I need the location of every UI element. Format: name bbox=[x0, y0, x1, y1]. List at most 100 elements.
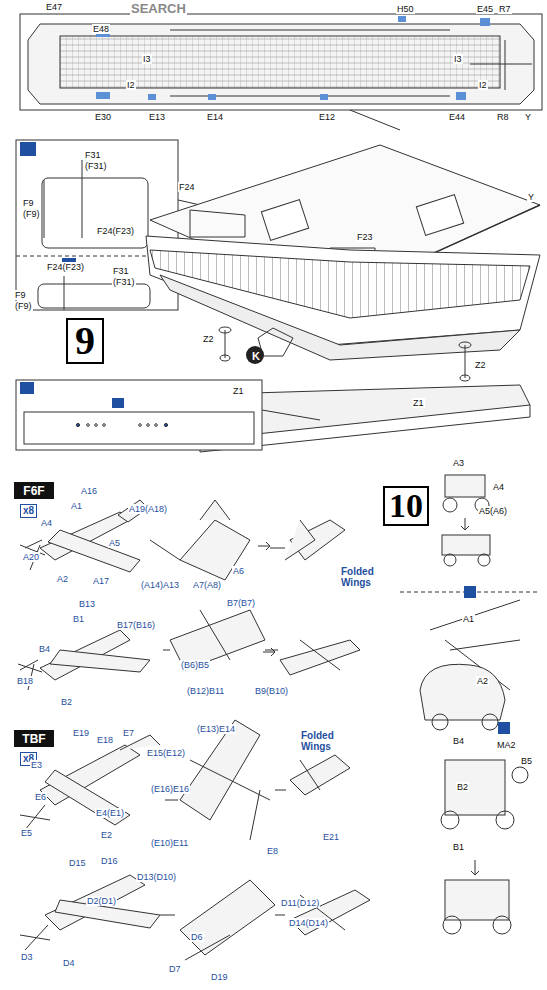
part-number: E44 bbox=[448, 112, 466, 122]
part-number: R8 bbox=[496, 112, 510, 122]
part-number: A20 bbox=[22, 552, 40, 562]
part-number: A2 bbox=[476, 676, 489, 686]
part-number: B9(B10) bbox=[254, 686, 289, 696]
part-number: R7 bbox=[498, 4, 512, 14]
step-number: 9 bbox=[66, 318, 104, 364]
node-text: TBF bbox=[22, 733, 45, 745]
part-number: E47 bbox=[45, 2, 63, 12]
part-number: H50 bbox=[396, 4, 415, 14]
part-number: B4 bbox=[38, 644, 51, 654]
part-number: E5 bbox=[20, 828, 33, 838]
part-number: A4 bbox=[492, 482, 505, 492]
part-number: A1 bbox=[70, 501, 83, 511]
part-number: MA2 bbox=[496, 740, 517, 750]
node-text: F6F bbox=[23, 485, 44, 497]
node-text: 10 bbox=[389, 489, 423, 523]
part-number: (A14)A13 bbox=[140, 580, 180, 590]
part-number: Z2 bbox=[202, 334, 215, 344]
part-number: Y bbox=[527, 192, 535, 202]
part-number: E4(E1) bbox=[95, 808, 125, 818]
part-number: I2 bbox=[478, 80, 488, 90]
part-number: I3 bbox=[453, 54, 463, 64]
step-number: 10 bbox=[383, 486, 429, 526]
note-text: Folded Wings bbox=[340, 566, 382, 588]
part-number: A7(A8) bbox=[192, 580, 222, 590]
part-number: (F9) bbox=[14, 301, 33, 311]
part-number: F24(F23) bbox=[96, 226, 135, 236]
aircraft-tag: TBF bbox=[14, 730, 54, 747]
part-number: B13 bbox=[78, 599, 96, 609]
part-number: Z2 bbox=[474, 360, 487, 370]
part-number: E3 bbox=[30, 760, 43, 770]
part-number: (E13)E14 bbox=[196, 724, 236, 734]
part-number: D2(D1) bbox=[86, 896, 117, 906]
part-number: E7 bbox=[122, 728, 135, 738]
part-number: F24(F23) bbox=[46, 262, 85, 272]
part-number: D6 bbox=[190, 932, 204, 942]
part-number: F9 bbox=[22, 198, 35, 208]
part-number: A4 bbox=[40, 518, 53, 528]
part-number: (E10)E11 bbox=[150, 838, 189, 848]
part-number: (F9) bbox=[22, 209, 41, 219]
part-number: E21 bbox=[322, 832, 340, 842]
part-number: E48 bbox=[92, 24, 110, 34]
part-number: B5 bbox=[520, 756, 533, 766]
part-number: F31 bbox=[112, 266, 130, 276]
part-number: (B6)B5 bbox=[180, 660, 210, 670]
part-number: D3 bbox=[20, 952, 34, 962]
part-number: A1 bbox=[462, 614, 475, 624]
part-number: D11(D12) bbox=[280, 898, 320, 908]
part-number: E30 bbox=[94, 112, 112, 122]
part-number: E18 bbox=[96, 735, 114, 745]
part-number: E6 bbox=[34, 792, 47, 802]
watermark: SEARCH bbox=[130, 2, 187, 16]
part-number: A2 bbox=[56, 574, 69, 584]
part-number: A16 bbox=[80, 486, 98, 496]
part-number: D16 bbox=[100, 856, 119, 866]
part-number: (F31) bbox=[84, 161, 108, 171]
part-number: B2 bbox=[60, 697, 73, 707]
quantity-badge: x8 bbox=[20, 504, 37, 518]
part-number: F9 bbox=[14, 290, 27, 300]
part-number: E13 bbox=[148, 112, 166, 122]
part-number: F31 bbox=[84, 150, 102, 160]
part-number: A6 bbox=[232, 566, 245, 576]
part-number: D13(D10) bbox=[136, 872, 177, 882]
part-number: Z1 bbox=[412, 398, 425, 408]
part-number: E8 bbox=[266, 846, 279, 856]
part-number: E14 bbox=[206, 112, 224, 122]
part-number: E19 bbox=[72, 728, 90, 738]
part-number: B1 bbox=[452, 842, 465, 852]
callout-letter: K bbox=[249, 349, 263, 363]
part-number: B7(B7) bbox=[226, 598, 256, 608]
aircraft-tag: F6F bbox=[14, 482, 54, 499]
part-number: E45 bbox=[476, 4, 494, 14]
part-number: A5 bbox=[108, 538, 121, 548]
part-number: F23 bbox=[356, 232, 374, 242]
part-number: D4 bbox=[62, 958, 76, 968]
part-number: D7 bbox=[168, 964, 182, 974]
note-text: Folded Wings bbox=[300, 730, 342, 752]
part-number: Y bbox=[524, 112, 532, 122]
part-number: A5(A6) bbox=[478, 506, 508, 516]
part-number: A19(A18) bbox=[128, 504, 168, 514]
part-number: E15(E12) bbox=[146, 748, 186, 758]
part-number: E2 bbox=[100, 830, 113, 840]
part-number: B18 bbox=[16, 676, 34, 686]
part-number: B4 bbox=[452, 736, 465, 746]
part-number: D19 bbox=[210, 972, 229, 982]
part-number: A3 bbox=[452, 458, 465, 468]
part-number: (E16)E16 bbox=[150, 784, 190, 794]
part-number: E12 bbox=[318, 112, 336, 122]
part-number: A17 bbox=[92, 576, 110, 586]
part-number: (B12)B11 bbox=[186, 686, 225, 696]
part-number: I2 bbox=[126, 80, 136, 90]
part-number: D15 bbox=[68, 858, 87, 868]
part-number: F24 bbox=[178, 182, 196, 192]
part-number: D14(D14) bbox=[288, 918, 329, 928]
part-number: B2 bbox=[456, 782, 469, 792]
part-number: Z1 bbox=[232, 386, 245, 396]
part-number: B1 bbox=[72, 614, 85, 624]
part-number: I3 bbox=[142, 54, 152, 64]
part-number: (F31) bbox=[112, 277, 136, 287]
